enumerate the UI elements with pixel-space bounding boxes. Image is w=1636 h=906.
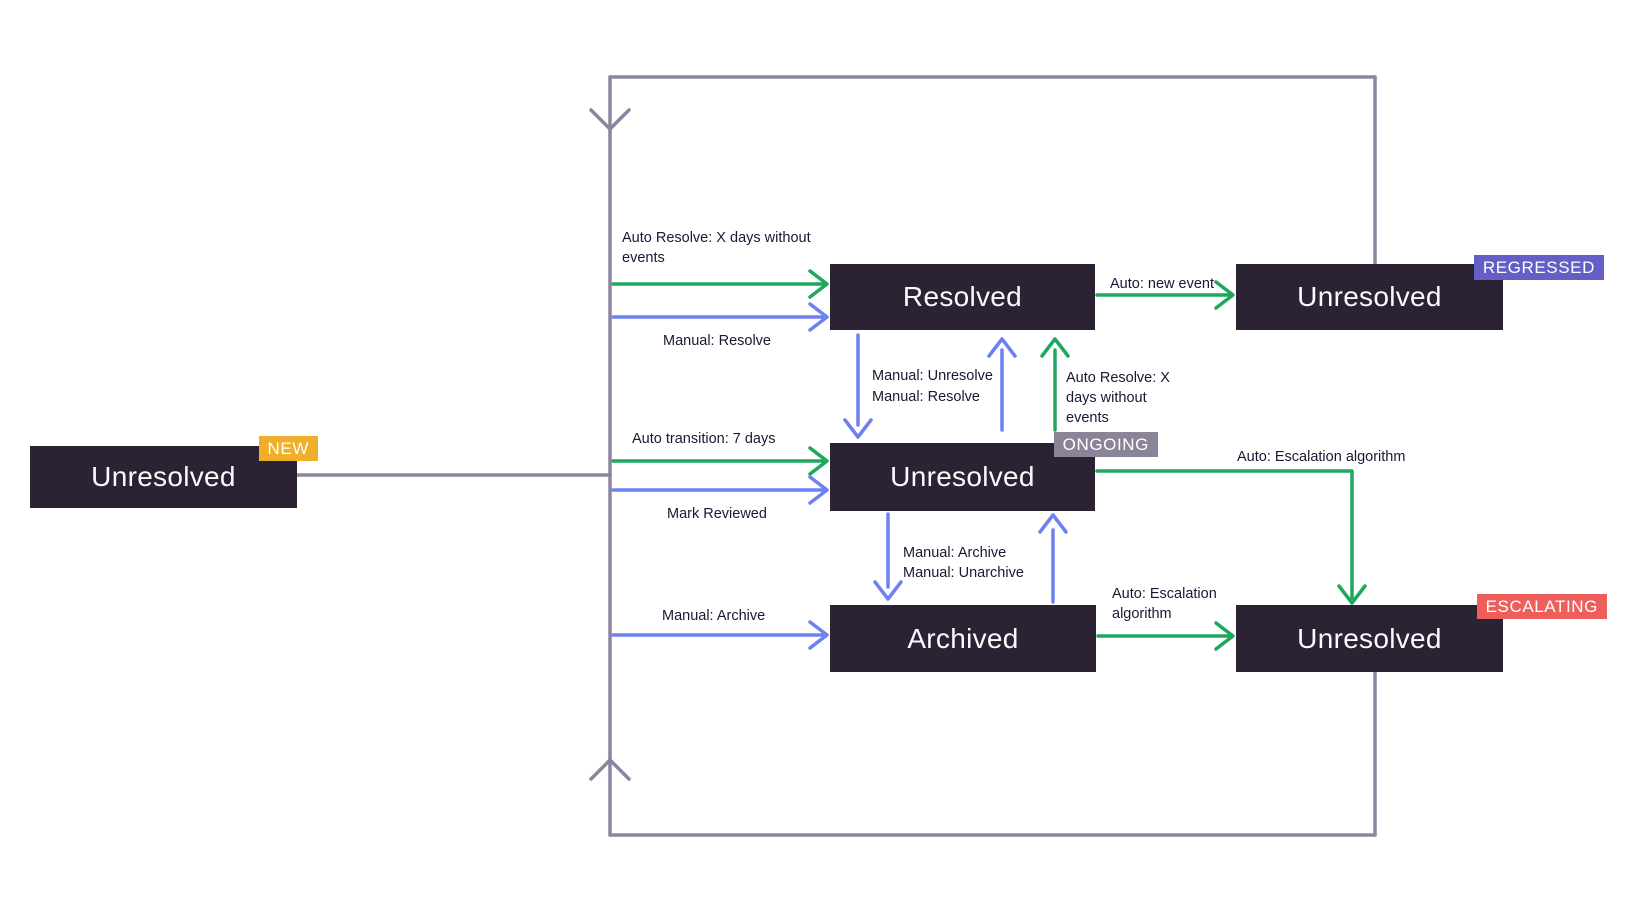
edge-label-auto-transition: Auto transition: 7 days <box>632 431 776 447</box>
auto-transition-lines <box>611 269 1367 651</box>
edge-label-manual-archive-pair: Manual: Archive Manual: Unarchive <box>903 545 1024 581</box>
edge-label-auto-resolve-top: Auto Resolve: X days without events <box>622 230 811 266</box>
manual-transition-lines <box>611 302 1068 650</box>
state-box-regressed: Unresolved REGRESSED <box>1236 255 1604 330</box>
manual-archive-down-arrowhead <box>873 580 903 601</box>
status-badge-regressed: REGRESSED <box>1473 255 1604 280</box>
state-box-archived: Archived <box>830 605 1096 672</box>
auto-new-event-arrowhead <box>1214 280 1235 310</box>
loop-lines <box>295 75 1377 837</box>
auto-escalation-top-line <box>1095 469 1354 600</box>
loop-down-arrowhead <box>589 108 631 131</box>
state-label-new: Unresolved <box>91 461 236 492</box>
state-label-escalating: Unresolved <box>1297 622 1442 654</box>
state-box-new: Unresolved NEW <box>30 436 318 508</box>
auto-escalation-top-arrowhead <box>1337 584 1367 605</box>
edge-label-auto-resolve-mid: Auto Resolve: X days without events <box>1066 370 1170 426</box>
edge-label-manual-unresolve-pair: Manual: Unresolve Manual: Resolve <box>872 368 993 405</box>
edge-label-manual-archive-left: Manual: Archive <box>662 608 766 624</box>
auto-transition-arrowhead <box>808 446 829 476</box>
state-label-ongoing: Unresolved <box>890 461 1035 492</box>
loop-up-arrowhead <box>589 758 631 781</box>
auto-resolve-top-arrowhead <box>808 269 829 299</box>
manual-resolve-up-arrowhead <box>987 337 1017 358</box>
status-badge-ongoing: ONGOING <box>1053 432 1158 457</box>
edge-label-mark-reviewed: Mark Reviewed <box>667 506 767 522</box>
mark-reviewed-arrowhead <box>808 475 829 505</box>
auto-escalation-bottom-arrowhead <box>1214 621 1235 651</box>
state-box-resolved: Resolved <box>830 264 1095 330</box>
manual-unresolve-down-arrowhead <box>843 418 873 439</box>
edge-label-manual-resolve-left: Manual: Resolve <box>663 333 771 349</box>
status-badge-escalating: ESCALATING <box>1476 594 1607 619</box>
auto-resolve-mid-arrowhead <box>1040 337 1070 358</box>
state-label-resolved: Resolved <box>902 281 1023 312</box>
state-box-ongoing: Unresolved ONGOING <box>830 432 1158 511</box>
state-box-escalating: Unresolved ESCALATING <box>1236 594 1607 672</box>
state-label-regressed: Unresolved <box>1297 281 1442 312</box>
state-label-archived: Archived <box>907 622 1019 654</box>
edge-label-auto-escalation-bottom: Auto: Escalation algorithm <box>1112 586 1217 622</box>
edge-label-auto-escalation-top: Auto: Escalation algorithm <box>1237 449 1406 465</box>
manual-unarchive-up-arrowhead <box>1038 513 1068 534</box>
manual-archive-left-arrowhead <box>808 620 829 650</box>
manual-resolve-left-arrowhead <box>808 302 829 332</box>
edge-label-auto-new-event: Auto: new event <box>1110 276 1214 292</box>
status-badge-new: NEW <box>258 436 318 461</box>
